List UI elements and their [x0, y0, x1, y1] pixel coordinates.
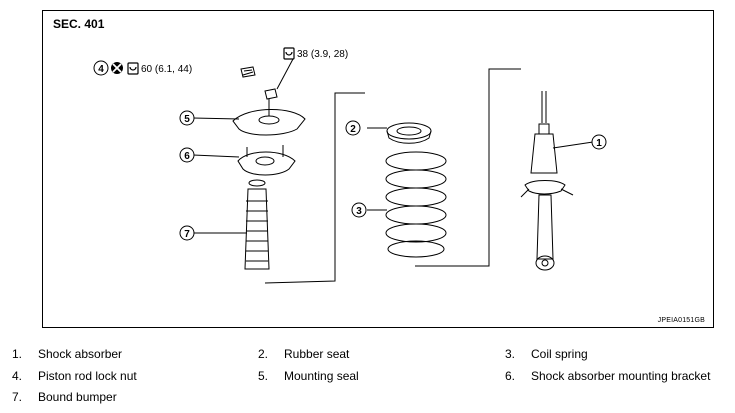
callout-circle	[179, 110, 195, 126]
torque-wrench-icon	[283, 47, 295, 60]
shock-absorber-part	[520, 91, 574, 271]
mounting-seal-part	[232, 99, 306, 136]
legend-number: 6.	[505, 369, 516, 383]
legend-label: Shock absorber mounting bracket	[531, 369, 711, 383]
upper-nut-part	[264, 88, 278, 100]
rubber-seat-part	[386, 122, 432, 144]
exploded-diagram: SEC. 401 JPEIA0151GB	[42, 10, 714, 328]
callout-3: 3	[356, 206, 362, 217]
diagram-drawing: 1 2 3 4 5 6 7 38 (3.9, 28) 60 (6.1, 44)	[93, 47, 607, 284]
legend-label: Bound bumper	[38, 390, 117, 404]
piston-rod-lock-nut-part	[240, 66, 256, 78]
legend-number: 4.	[12, 369, 23, 383]
legend-number: 5.	[258, 369, 269, 383]
legend-number: 7.	[12, 390, 23, 404]
bound-bumper-part	[244, 179, 270, 270]
callout-circle	[179, 225, 195, 241]
legend-label: Mounting seal	[284, 369, 359, 383]
frame-line-left	[264, 92, 365, 284]
callout-circle	[179, 147, 195, 163]
callout-5: 5	[184, 114, 190, 125]
torque-wrench-icon	[127, 62, 139, 75]
callout-circle	[591, 134, 607, 150]
mounting-bracket-part	[237, 145, 296, 176]
legend-label: Coil spring	[531, 347, 588, 361]
callout-2: 2	[350, 124, 356, 135]
callout-1: 1	[596, 138, 602, 149]
callout-circle	[351, 202, 367, 218]
legend-label: Piston rod lock nut	[38, 369, 137, 383]
torque-spec-top: 38 (3.9, 28)	[297, 49, 348, 60]
figure-code: JPEIA0151GB	[657, 317, 705, 324]
torque-spec-left: 60 (6.1, 44)	[141, 64, 192, 75]
legend-label: Rubber seat	[284, 347, 350, 361]
callout-circle	[345, 120, 361, 136]
callout-6: 6	[184, 151, 190, 162]
coil-spring-part	[385, 151, 447, 258]
callout-7: 7	[184, 229, 190, 240]
callout-circle	[93, 60, 109, 76]
legend-label: Shock absorber	[38, 347, 123, 361]
do-not-reuse-icon	[111, 62, 123, 74]
frame-line-right	[415, 68, 521, 267]
legend-number: 1.	[12, 347, 23, 361]
callout-4: 4	[98, 64, 104, 75]
legend-number: 3.	[505, 347, 516, 361]
section-title: SEC. 401	[53, 17, 105, 31]
legend-number: 2.	[258, 347, 269, 361]
